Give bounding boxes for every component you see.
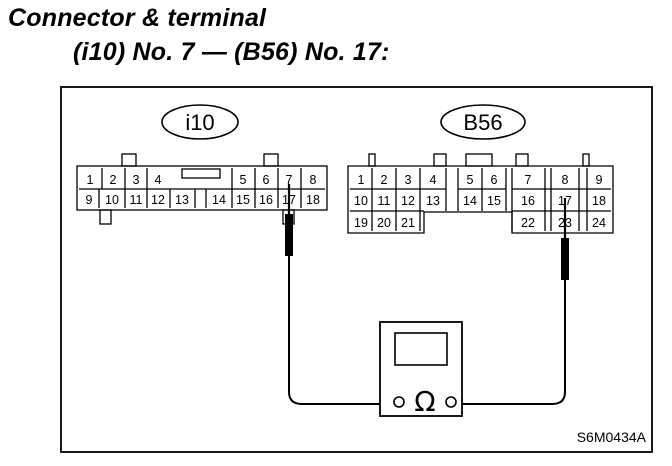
b56-pin-22: 22 [521,216,535,230]
i10-pin-15: 15 [236,193,250,207]
i10-pin-4: 4 [155,173,162,187]
b56-pin-11: 11 [378,194,391,208]
b56-pin-21: 21 [401,216,415,230]
i10-pin-14: 14 [212,193,226,207]
i10-pins: 1 2 3 4 5 6 7 8 9 10 11 12 13 14 15 16 1… [86,173,320,207]
probe-right [462,198,569,405]
i10-pin-2: 2 [110,173,117,187]
title-line-2: (i10) No. 7 — (B56) No. 17: [73,38,390,66]
b56-pin-3: 3 [405,173,412,187]
i10-pin-10: 10 [105,193,119,207]
i10-pin-9: 9 [86,193,93,207]
b56-pin-1: 1 [358,173,365,187]
i10-pin-11: 11 [130,193,143,207]
b56-pin-5: 5 [467,173,474,187]
b56-pin-6: 6 [491,173,498,187]
connector-b56 [347,153,614,234]
connector-label-b56: B56 [463,110,502,135]
b56-pin-13: 13 [426,194,440,208]
b56-pin-7: 7 [525,173,532,187]
i10-pin-13: 13 [175,193,189,207]
i10-pin-5: 5 [240,173,247,187]
b56-pin-8: 8 [562,173,569,187]
ohmmeter-terminal-left [393,396,405,408]
b56-pin-18: 18 [592,194,606,208]
b56-pin-20: 20 [377,216,391,230]
title-line-1: Connector & terminal [8,4,267,32]
b56-pin-15: 15 [487,194,501,208]
i10-pin-8: 8 [310,173,317,187]
figure-code: S6M0434A [577,429,647,445]
connector-label-oval-b56 [440,104,526,140]
b56-pin-12: 12 [401,194,415,208]
diagram-frame [60,86,653,453]
b56-pin-16: 16 [521,194,535,208]
connector-label-i10: i10 [185,110,214,135]
i10-pin-18: 18 [306,193,320,207]
b56-pin-4: 4 [430,173,437,187]
b56-pin-9: 9 [596,173,603,187]
i10-pin-6: 6 [263,173,270,187]
ohmmeter-display [394,332,448,366]
ohm-symbol: Ω [414,385,435,418]
b56-pins: 1 2 3 4 5 6 7 8 9 10 11 12 13 14 15 16 1… [354,173,606,230]
b56-pin-19: 19 [354,216,368,230]
i10-pin-12: 12 [151,193,165,207]
i10-pin-7: 7 [286,173,293,187]
ohmmeter-terminal-right [445,396,457,408]
probe-left [285,184,392,405]
connector-label-oval-i10 [161,104,239,140]
b56-pin-24: 24 [592,216,606,230]
i10-pin-3: 3 [133,173,140,187]
b56-pin-2: 2 [381,173,388,187]
i10-pin-16: 16 [259,193,273,207]
ohmmeter: Ω [379,321,463,418]
b56-pin-10: 10 [354,194,368,208]
b56-pin-14: 14 [463,194,477,208]
i10-pin-1: 1 [87,173,94,187]
